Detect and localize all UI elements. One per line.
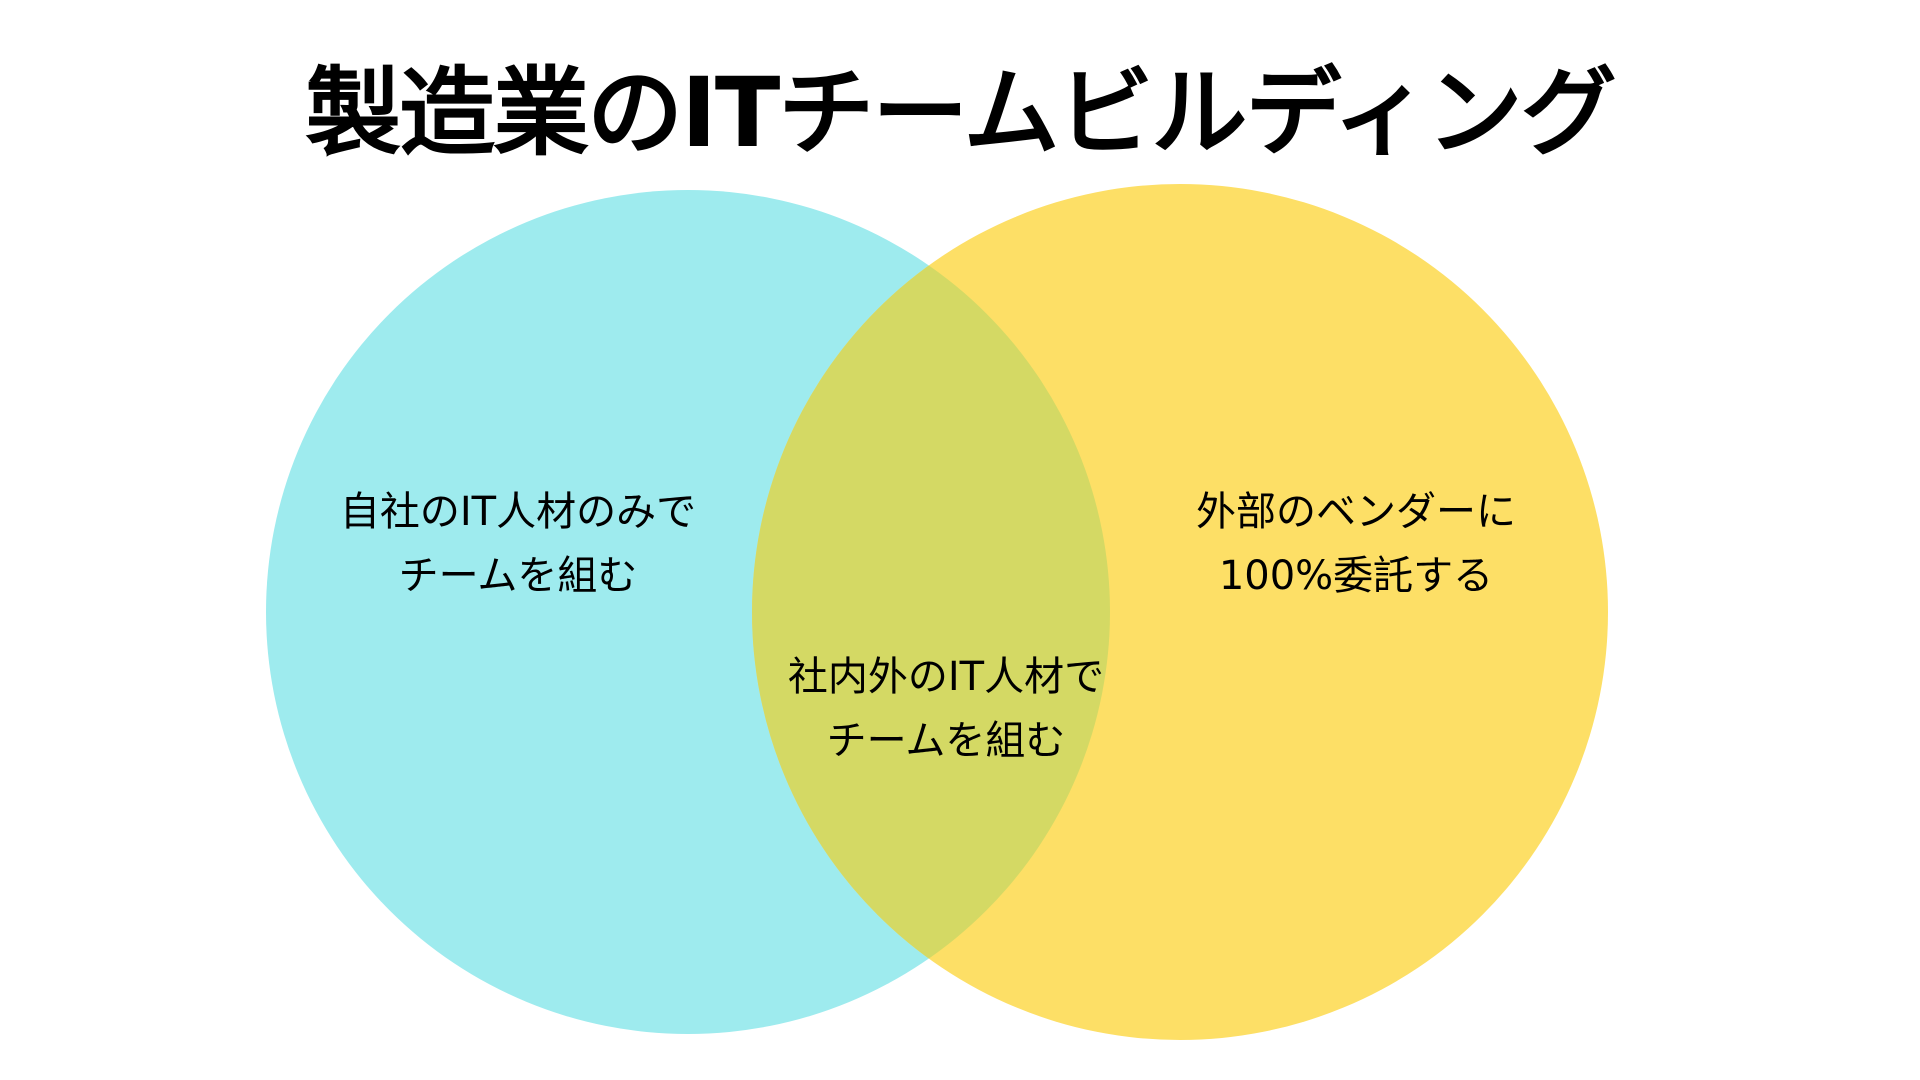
right-circle-label: 外部のベンダーに 100%委託する xyxy=(1196,480,1516,608)
intersection-label-line2: チームを組む xyxy=(826,718,1066,764)
diagram-title: 製造業のITチームビルディング xyxy=(305,57,1617,169)
intersection-label: 社内外のIT人材で チームを組む xyxy=(788,645,1104,773)
left-circle-label: 自社のIT人材のみで チームを組む xyxy=(340,480,696,608)
left-label-line1: 自社のIT人材のみで xyxy=(339,489,697,535)
intersection-label-line1: 社内外のIT人材で xyxy=(787,654,1105,700)
overlap-region xyxy=(752,190,1110,1034)
right-label-line2: 100%委託する xyxy=(1218,553,1494,599)
right-label-line1: 外部のベンダーに xyxy=(1196,489,1516,535)
left-label-line2: チームを組む xyxy=(398,553,638,599)
